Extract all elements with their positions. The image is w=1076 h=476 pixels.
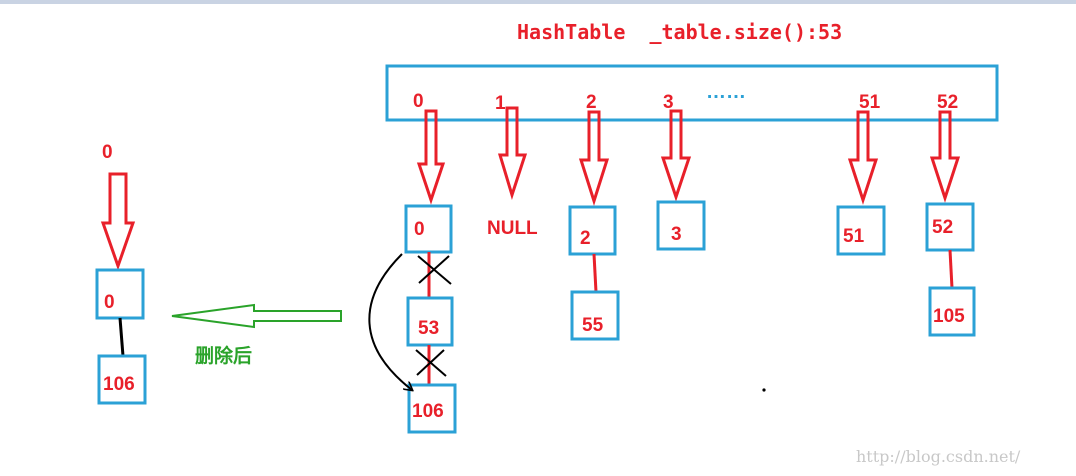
after-arrow-down	[100, 172, 136, 271]
stray-dot	[762, 388, 766, 392]
table-index-2: 2	[586, 92, 597, 113]
cross-mark-1	[417, 255, 452, 285]
table-index-3: 3	[663, 92, 674, 113]
bucket3-node-3	[656, 200, 706, 251]
bucket52-node-105	[928, 286, 976, 337]
bucket3-node-3-label: 3	[671, 224, 682, 245]
bucket2-link	[592, 253, 598, 293]
after-link	[118, 317, 125, 357]
bucket2-node-2-label: 2	[580, 228, 591, 249]
bucket0-node-0-label: 0	[414, 219, 425, 240]
bucket2-node-2	[568, 205, 617, 256]
table-index-51: 51	[859, 92, 881, 113]
arrow-down-index-51	[847, 110, 879, 205]
bucket2-node-55-label: 55	[582, 315, 604, 336]
table-array-box	[385, 64, 999, 122]
table-index-0: 0	[413, 91, 424, 112]
arrow-down-index-3	[660, 109, 692, 202]
null-label: NULL	[487, 218, 538, 239]
arrow-down-index-1	[497, 106, 528, 201]
bucket0-node-106	[407, 383, 457, 434]
after-delete-label: 删除后	[195, 344, 252, 367]
bucket52-node-52-label: 52	[932, 217, 953, 238]
arrow-down-index-2	[578, 110, 610, 206]
bucket0-node-0	[404, 204, 453, 254]
after-node-106	[97, 354, 147, 405]
table-ellipsis: ……	[706, 81, 746, 103]
after-node-0-label: 0	[104, 292, 115, 313]
result-arrow	[171, 303, 342, 329]
diagram-title: HashTable _table.size():53	[517, 20, 842, 44]
arrow-down-index-0	[416, 109, 446, 205]
table-index-52: 52	[937, 92, 958, 113]
table-index-1: 1	[495, 93, 506, 114]
bucket0-node-106-label: 106	[412, 401, 444, 422]
bucket51-node-51	[836, 205, 886, 256]
bypass-arrow	[368, 253, 412, 390]
cross-mark-2	[415, 349, 447, 377]
watermark: http://blog.csdn.net/	[856, 447, 1021, 466]
bucket51-node-51-label: 51	[843, 226, 865, 247]
bucket52-node-105-label: 105	[933, 306, 965, 327]
arrow-down-index-52	[929, 110, 961, 203]
window-top-edge	[0, 0, 1076, 4]
after-index-0: 0	[102, 142, 113, 163]
bucket2-node-55	[570, 290, 620, 341]
bucket52-link	[948, 249, 954, 289]
bucket0-node-53-label: 53	[418, 318, 439, 339]
after-node-106-label: 106	[103, 374, 135, 395]
